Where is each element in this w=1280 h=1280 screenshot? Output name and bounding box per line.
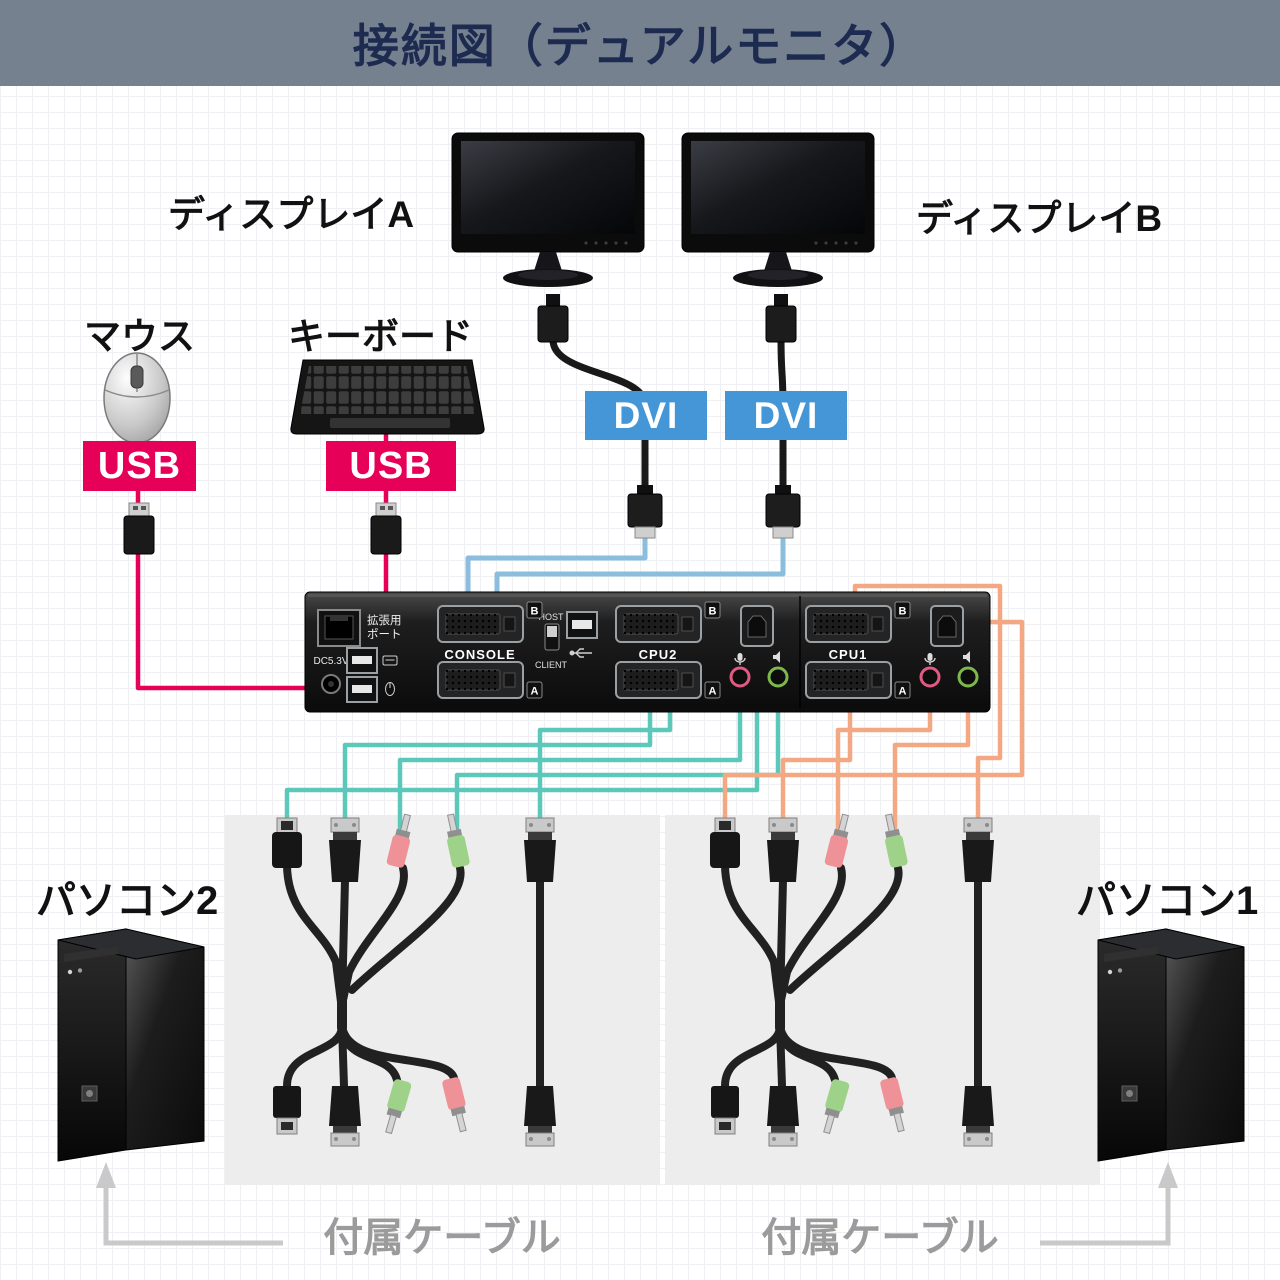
display-b-monitor xyxy=(681,132,875,288)
mouse-usb-plug xyxy=(123,502,155,555)
usb-badge-keyboard: USB xyxy=(326,441,456,491)
cpu1-mic-cable xyxy=(835,700,933,852)
usb-port-console xyxy=(566,611,598,639)
svg-text:B: B xyxy=(531,606,539,618)
cpu1-dvi-a-cable xyxy=(780,700,853,852)
mouse-usb-cable-to-kvm xyxy=(135,546,330,691)
port-chip-cpu1-a: A xyxy=(894,681,911,699)
display-b-plug xyxy=(765,293,797,343)
kvm-console-label: CONSOLE xyxy=(444,647,515,662)
display-a-plug xyxy=(537,293,569,343)
mouse-scroll-wheel xyxy=(130,365,144,389)
kvm-switch: 拡張用 ポート DC5.3V CONSOLE HOST xyxy=(304,591,991,713)
dvi-port-console-b xyxy=(437,605,524,643)
host-client-switch xyxy=(544,623,560,651)
label-included-cable-left: 付属ケーブル xyxy=(323,1216,561,1260)
label-pc2: パソコン2 xyxy=(36,879,219,923)
dvi-port-cpu1-a xyxy=(805,661,892,699)
power-jack xyxy=(321,674,341,694)
usb-trident-icon xyxy=(569,648,592,658)
cpu2-speaker-cable xyxy=(454,700,781,852)
svg-text:B: B xyxy=(709,606,717,618)
cable-group-teal-cpu2 xyxy=(284,700,781,852)
kvm-host-label: HOST xyxy=(538,612,564,622)
label-display-a: ディスプレイA xyxy=(168,194,415,235)
port-chip-console-a: A xyxy=(526,681,543,699)
arrow-to-pc2 xyxy=(96,1162,283,1246)
mouse-image xyxy=(103,352,171,449)
kvm-client-label: CLIENT xyxy=(535,660,568,670)
usb-port-mouse xyxy=(346,676,378,703)
dvi-port-console-a xyxy=(437,661,524,699)
display-a-monitor xyxy=(451,132,645,288)
dvi-port-cpu1-b xyxy=(805,605,892,643)
pc2-tower xyxy=(57,928,205,1162)
svg-text:A: A xyxy=(531,686,539,698)
usb-badge-mouse: USB xyxy=(83,441,196,491)
usb-port-keyboard xyxy=(346,647,378,674)
kvm-expansion-label-2: ポート xyxy=(367,628,402,641)
included-cable-panel-right xyxy=(665,815,1100,1185)
dvi-badge-right: DVI xyxy=(725,391,847,440)
arrow-head-pc1 xyxy=(1158,1162,1178,1188)
keyboard-icon xyxy=(382,655,398,666)
port-chip-cpu2-b: B xyxy=(704,601,721,619)
keyboard-image xyxy=(290,359,485,435)
label-keyboard: キーボード xyxy=(288,316,473,357)
port-chip-cpu2-a: A xyxy=(704,681,721,699)
label-included-cable-right: 付属ケーブル xyxy=(761,1216,999,1260)
svg-text:A: A xyxy=(899,686,907,698)
usb-b-port-cpu2 xyxy=(740,605,774,647)
keyboard-usb-plug xyxy=(370,502,402,555)
port-chip-cpu1-b: B xyxy=(894,601,911,619)
arrow-to-pc1 xyxy=(1040,1162,1178,1246)
kvm-expansion-label-1: 拡張用 xyxy=(367,613,402,627)
cpu2-mic-cable xyxy=(397,700,743,852)
ethernet-port xyxy=(317,609,361,647)
dvi-badge-left: DVI xyxy=(585,391,707,440)
dvi-port-cpu2-a xyxy=(615,661,702,699)
pc1-tower xyxy=(1097,928,1245,1162)
kvm-cpu2-label: CPU2 xyxy=(639,647,678,662)
mouse-icon xyxy=(385,682,395,696)
cpu1-speaker-cable xyxy=(892,700,971,852)
kvm-cpu1-label: CPU1 xyxy=(829,647,868,662)
dvi-plug-a xyxy=(627,484,663,539)
page-title: 接続図（デュアルモニタ） xyxy=(0,0,1280,86)
arrow-head-pc2 xyxy=(96,1162,116,1188)
cable-group-orange-cpu1 xyxy=(722,583,1025,852)
svg-text:B: B xyxy=(899,606,907,618)
port-chip-console-b: B xyxy=(526,601,543,619)
kvm-dc-label: DC5.3V xyxy=(313,656,348,667)
label-display-b: ディスプレイB xyxy=(916,198,1163,239)
cpu2-dvi-b-cable xyxy=(342,700,653,852)
label-pc1: パソコン1 xyxy=(1076,879,1259,923)
dvi-port-cpu2-b xyxy=(615,605,702,643)
cpu1-usb-cable xyxy=(722,619,1025,852)
usb-b-port-cpu1 xyxy=(930,605,964,647)
svg-text:A: A xyxy=(709,686,717,698)
label-mouse: マウス xyxy=(84,316,195,357)
dvi-plug-b xyxy=(765,484,801,539)
